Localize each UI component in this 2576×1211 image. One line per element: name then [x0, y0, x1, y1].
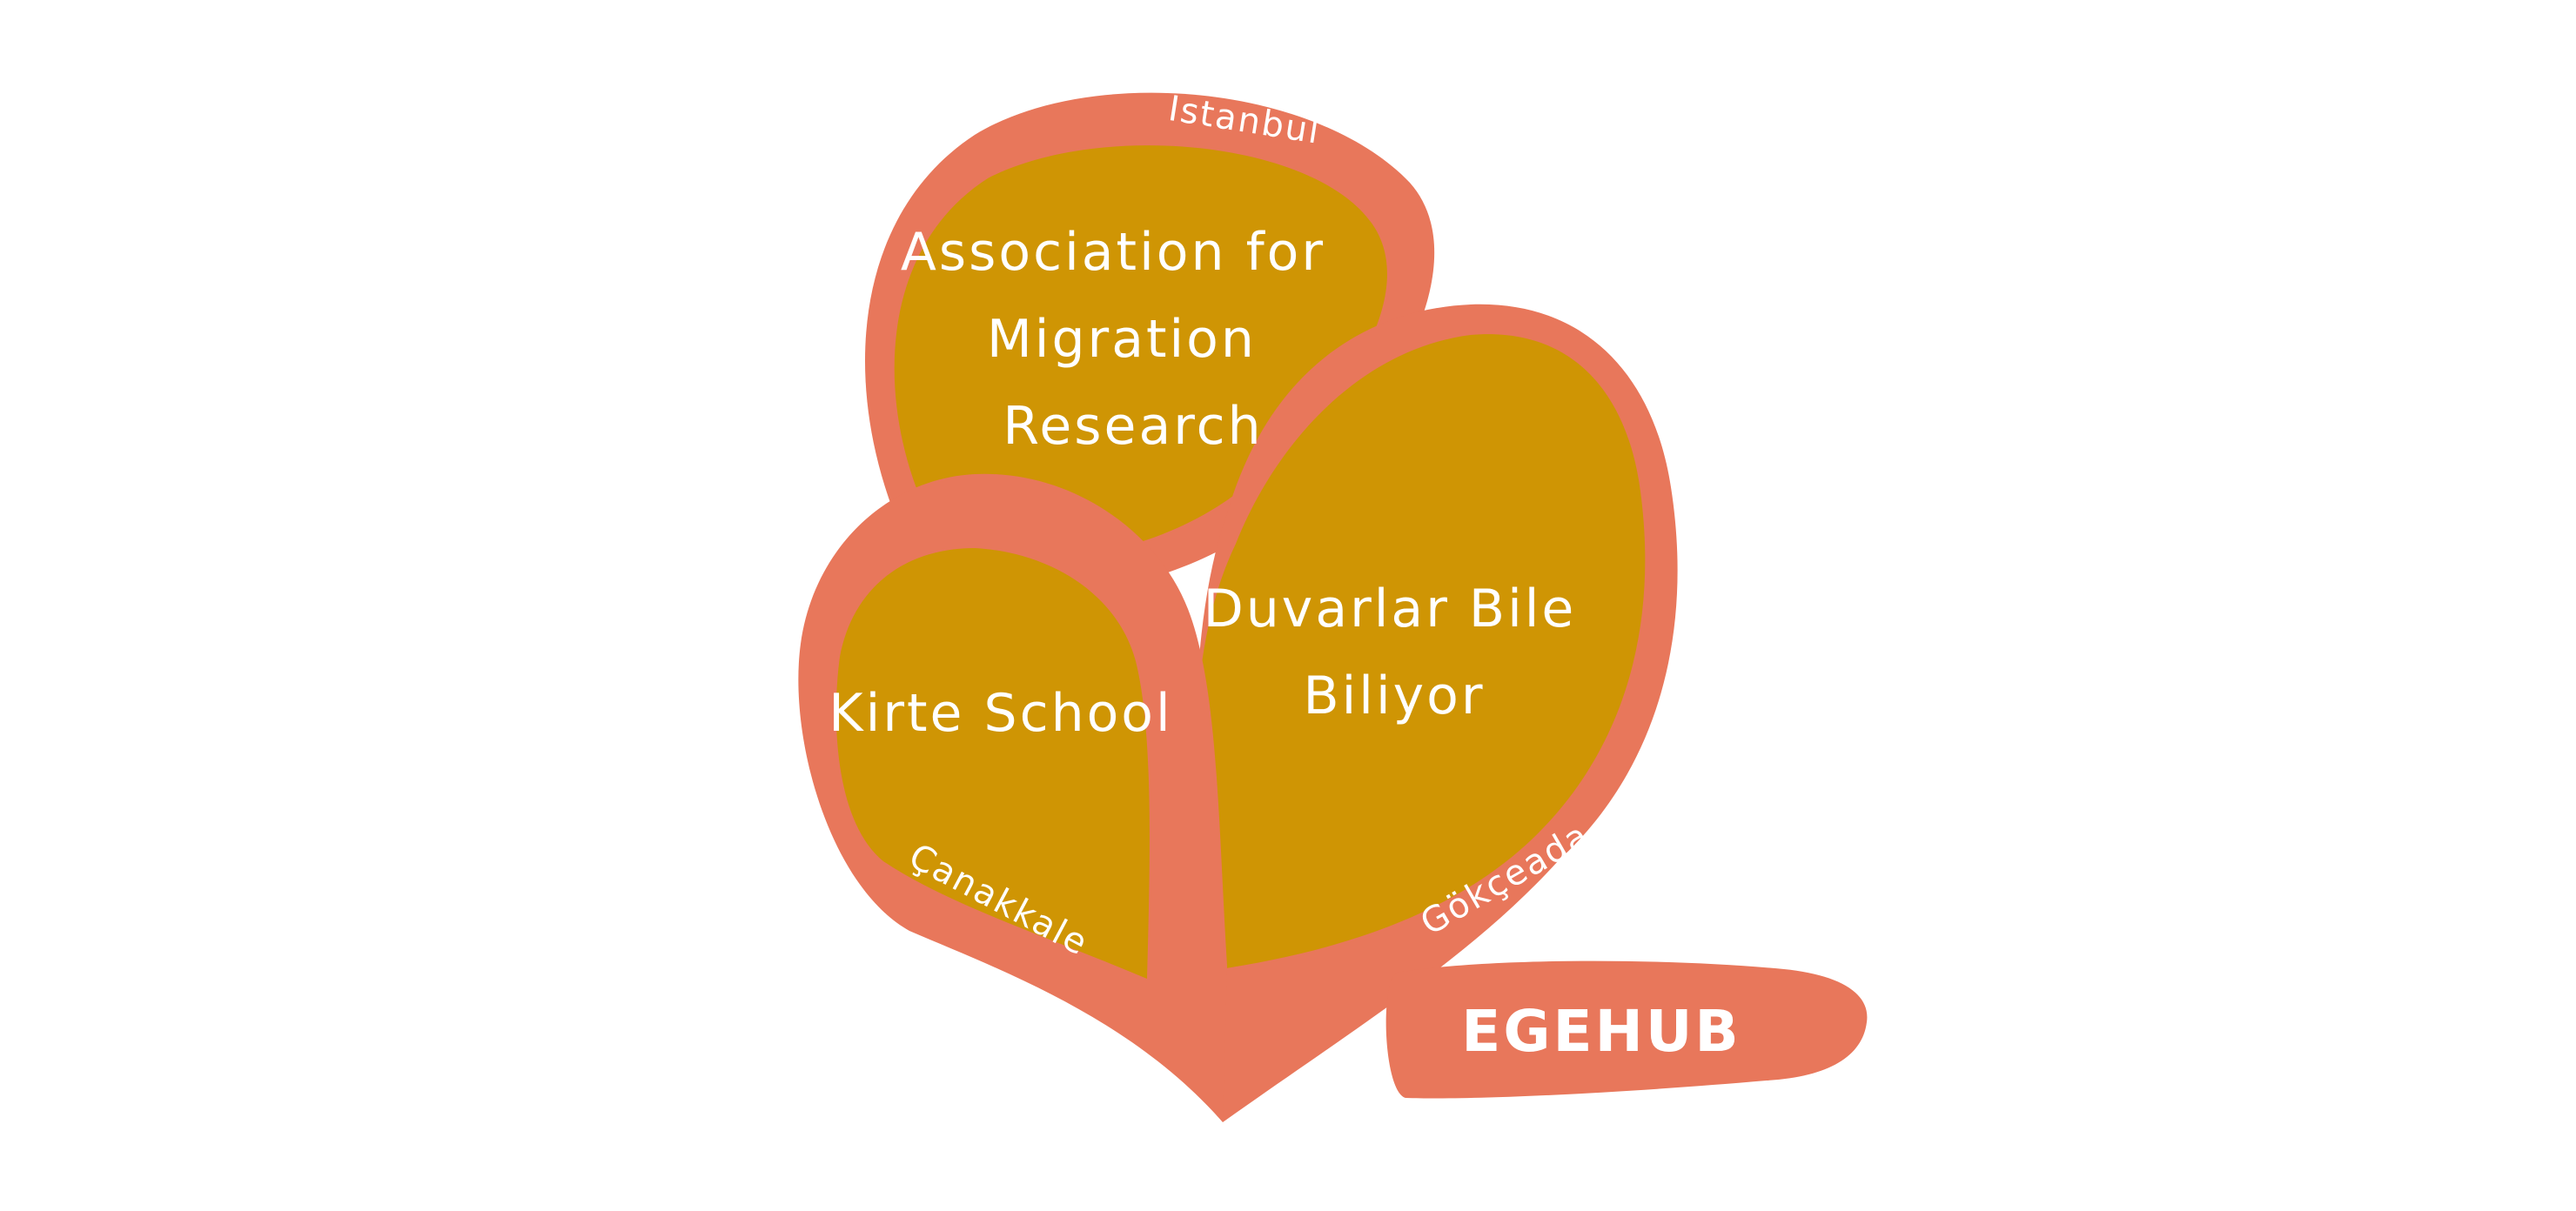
petal-duvarlar: [1195, 304, 1678, 1123]
duvarlar-line-1: Duvarlar Bile: [1204, 579, 1577, 639]
association-line-1: Association for: [901, 222, 1325, 283]
kirte-line-1: Kirte School: [828, 683, 1172, 744]
association-line-2: Migration: [987, 309, 1257, 370]
duvarlar-label: Duvarlar Bile Biliyor: [1204, 579, 1596, 726]
petal-duvarlar-body: [1195, 334, 1646, 970]
egehub-brush-stroke: [1385, 960, 1868, 1099]
egehub-label: EGEHUB: [1461, 998, 1741, 1065]
petal-kirte: [798, 473, 1227, 1122]
association-label: Association for Migration Research: [901, 222, 1345, 457]
petal-kirte-body: [835, 548, 1150, 979]
kirte-label: Kirte School: [828, 683, 1172, 744]
association-line-3: Research: [1003, 396, 1263, 457]
duvarlar-line-2: Biliyor: [1303, 666, 1485, 726]
egehub-badge: EGEHUB: [1385, 960, 1868, 1099]
